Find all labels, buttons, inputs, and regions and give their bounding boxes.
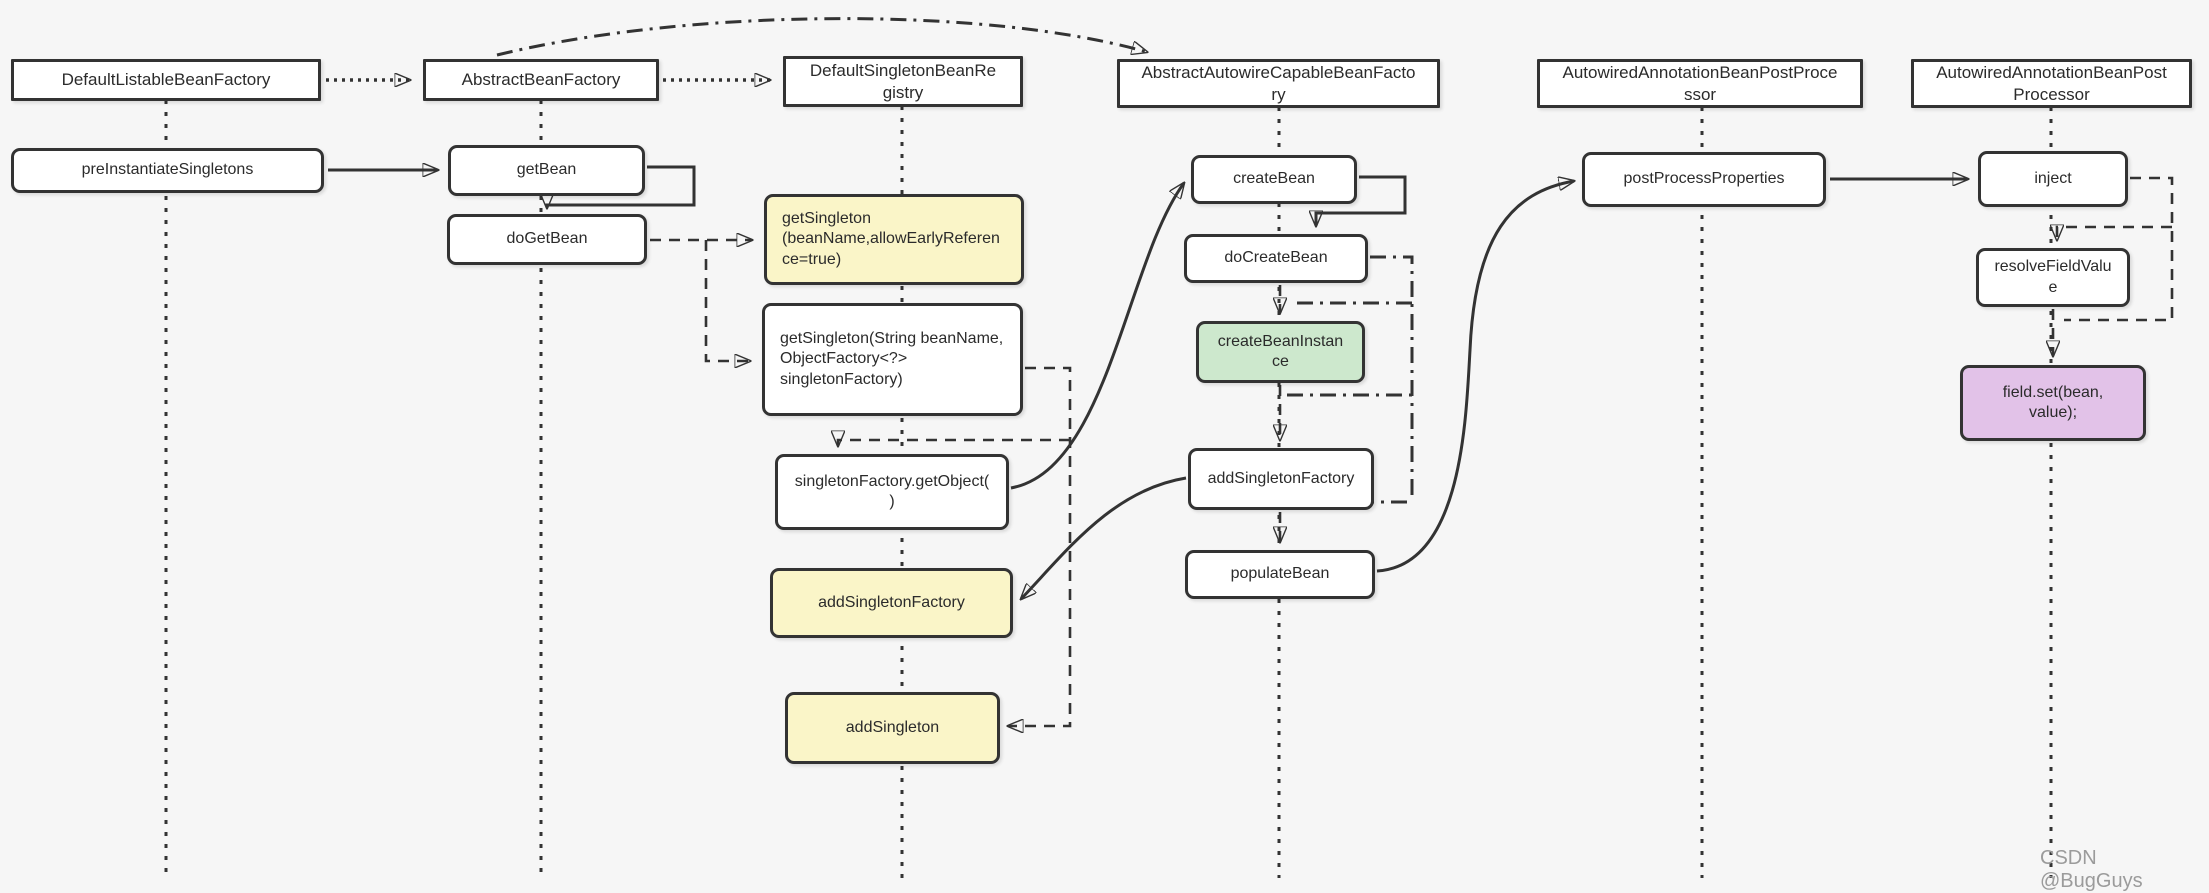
class-box-autowired-annotation-bean-post-processor-2: AutowiredAnnotationBeanPostProcessor <box>1911 59 2192 108</box>
arrow-add-singleton-factory-to-yellow-curve <box>1021 476 1187 599</box>
method-box-post-process-properties: postProcessProperties <box>1582 152 1826 207</box>
arrow-populate-bean-to-post-process-properties-curve <box>1376 181 1574 573</box>
class-box-abstract-bean-factory: AbstractBeanFactory <box>423 59 659 101</box>
method-box-inject: inject <box>1978 151 2128 207</box>
method-box-populate-bean: populateBean <box>1185 550 1375 599</box>
frame-do-create-bean-right <box>1370 255 1414 502</box>
method-box-do-get-bean: doGetBean <box>447 214 647 265</box>
arrow-do-get-bean-branch-to-get-singleton-factory <box>704 240 750 361</box>
method-box-add-singleton-factory: addSingletonFactory <box>1188 448 1374 510</box>
method-box-create-bean-instance: createBeanInstance <box>1196 321 1365 383</box>
class-box-autowired-annotation-bean-post-processor-1: AutowiredAnnotationBeanPostProcessor <box>1537 59 1863 108</box>
method-box-add-singleton-factory-yellow: addSingletonFactory <box>770 568 1013 638</box>
method-box-field-set: field.set(bean, value); <box>1960 365 2146 441</box>
arrow-create-bean-self-loop-to-do-create-bean <box>1316 175 1407 226</box>
class-box-default-singleton-bean-registry: DefaultSingletonBeanRegistry <box>783 56 1023 107</box>
method-box-do-create-bean: doCreateBean <box>1184 234 1368 283</box>
method-box-get-bean: getBean <box>448 145 645 196</box>
loop-inject-right-down <box>2064 176 2174 322</box>
method-box-add-singleton: addSingleton <box>785 692 1000 764</box>
arrow-inject-to-resolve-field-value <box>2057 227 2172 240</box>
method-box-pre-instantiate-singletons: preInstantiateSingletons <box>11 148 324 193</box>
method-box-create-bean: createBean <box>1191 155 1357 204</box>
class-box-abstract-autowire-capable-bean-factory: AbstractAutowireCapableBeanFactory <box>1117 59 1440 108</box>
method-box-get-singleton-early: getSingleton (beanName,allowEarlyReferen… <box>764 194 1024 285</box>
method-box-get-singleton-factory: getSingleton(String beanName, ObjectFact… <box>762 303 1023 416</box>
arrow-abstract-bean-factory-to-autowire-capable-arc <box>496 17 1147 57</box>
class-box-default-listable-bean-factory: DefaultListableBeanFactory <box>11 59 321 101</box>
csdn-watermark: CSDN @BugGuys <box>2040 847 2143 892</box>
arrow-get-object-to-create-bean-curve <box>1010 183 1184 490</box>
arrow-loop-down-to-singleton-factory-get-object <box>838 440 1070 446</box>
arrow-get-bean-self-loop-to-do-get-bean <box>547 165 696 208</box>
method-box-resolve-field-value: resolveFieldValue <box>1976 248 2130 307</box>
arrow-get-singleton-factory-loop-to-add-singleton <box>1008 366 1072 726</box>
method-box-singleton-factory-get-object: singletonFactory.getObject() <box>775 454 1009 530</box>
